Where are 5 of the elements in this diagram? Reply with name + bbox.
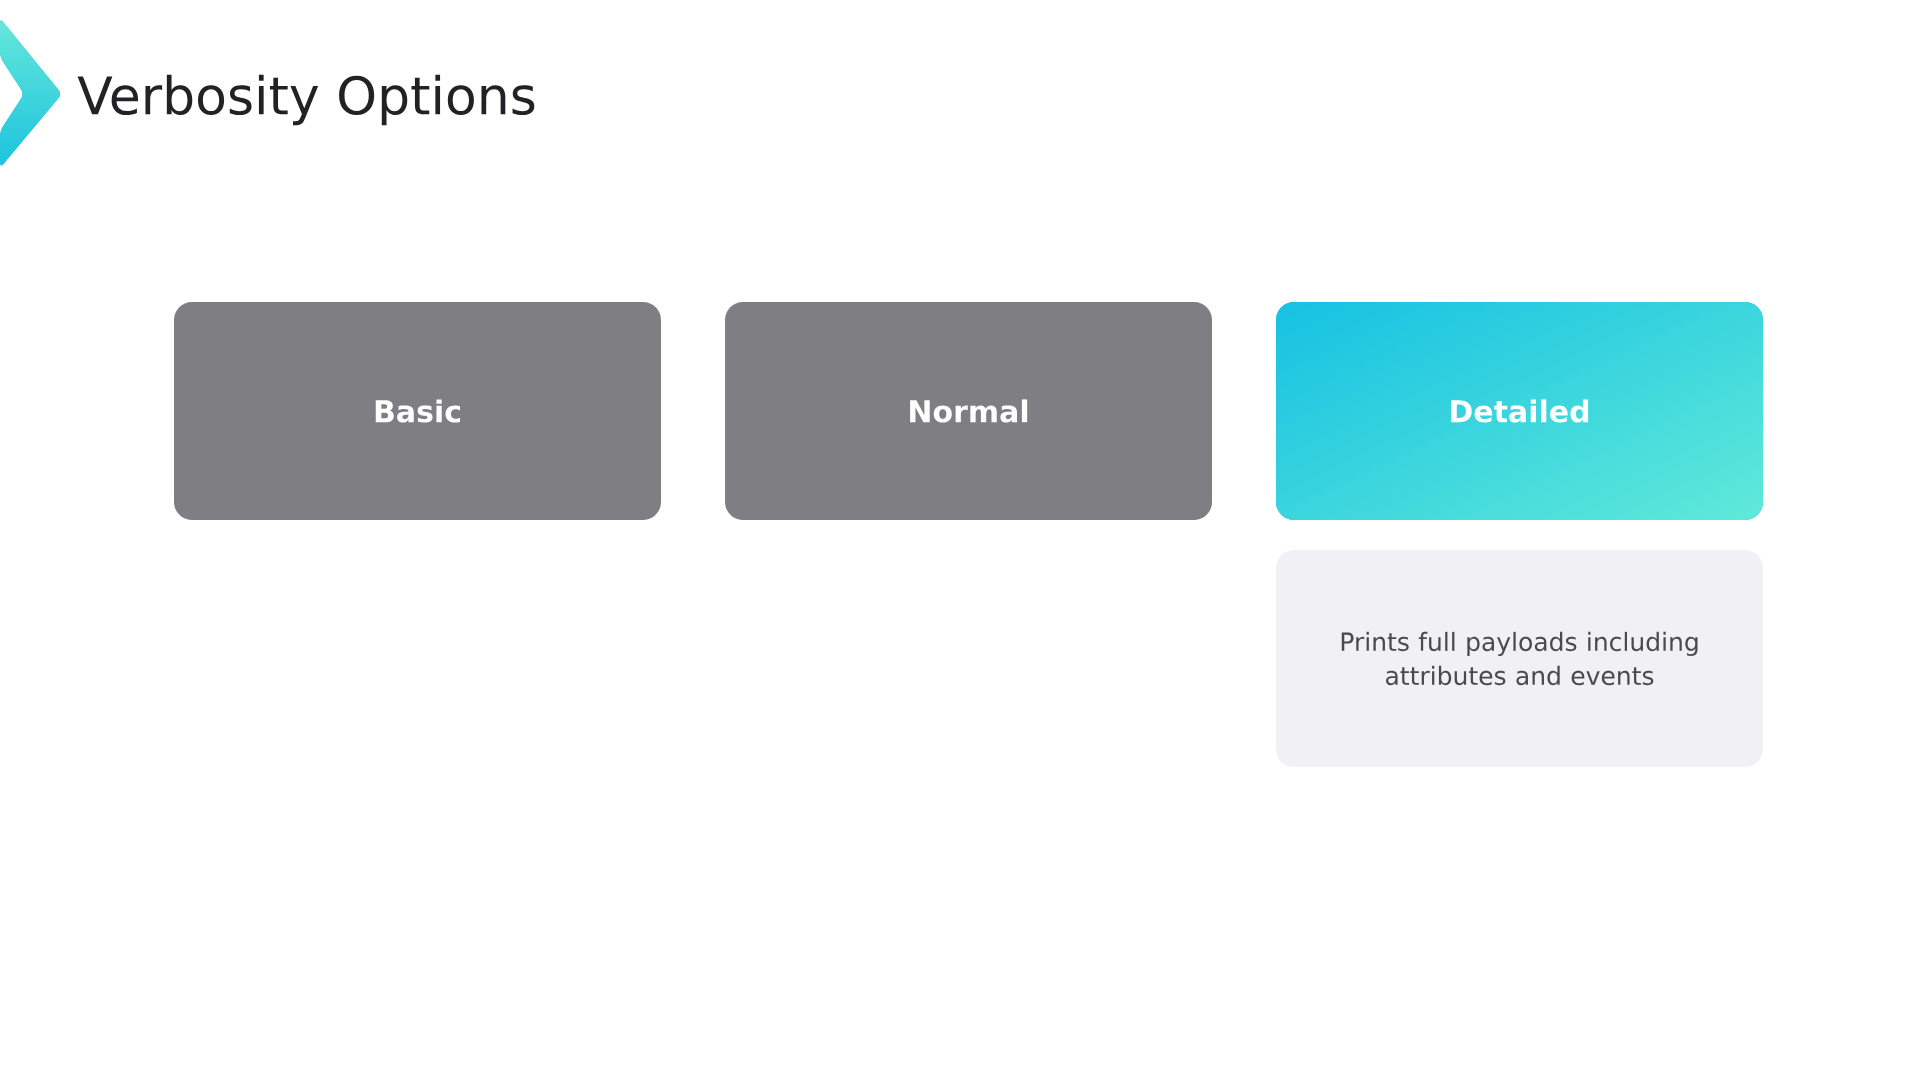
option-box: Basic <box>174 302 661 520</box>
title: Verbosity Options <box>77 74 535 126</box>
option-box: Normal <box>725 302 1212 520</box>
description-box: Prints full payloads including attributes and events <box>1276 550 1763 767</box>
option-box: Detailed <box>1276 302 1763 520</box>
